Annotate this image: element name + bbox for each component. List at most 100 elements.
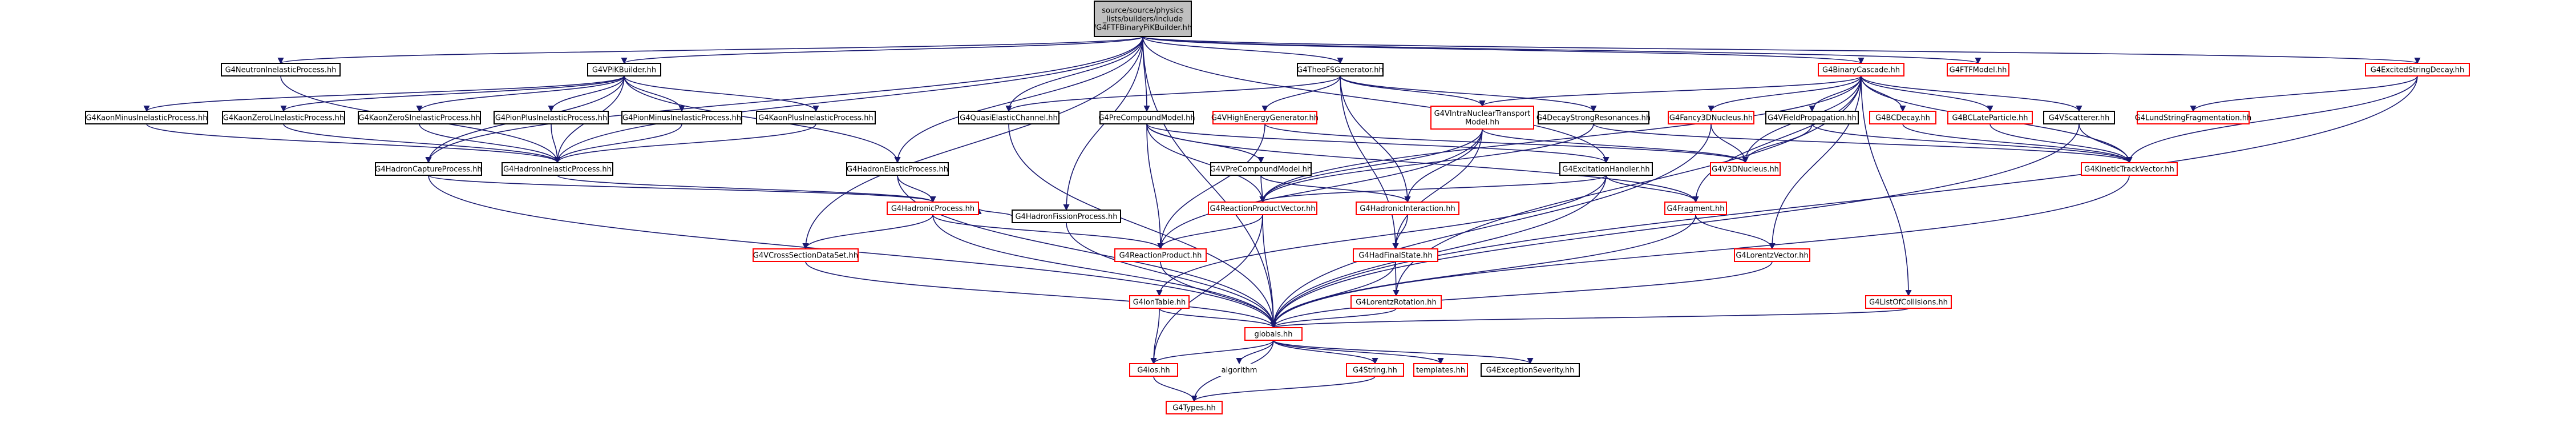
node-theoFSGenerator[interactable]: G4TheoFSGenerator.hh <box>1297 63 1384 76</box>
node-g4string[interactable]: G4String.hh <box>1346 363 1404 377</box>
node-neutronInelastic[interactable]: G4NeutronInelasticProcess.hh <box>221 63 341 76</box>
edge-root-to-vPiKBuilder <box>621 36 1143 65</box>
node-label-vScatterer: G4VScatterer.hh <box>2049 114 2110 123</box>
node-hadronCapture[interactable]: G4HadronCaptureProcess.hh <box>375 162 482 176</box>
node-label-bcLate: G4BCLateParticle.hh <box>1952 114 2028 123</box>
node-templates[interactable]: templates.hh <box>1413 363 1468 377</box>
node-kaonZeroL[interactable]: G4KaonZeroLInelasticProcess.hh <box>222 111 345 124</box>
edge-vPiKBuilder-to-pionMinus <box>624 75 685 112</box>
node-hadronElastic[interactable]: G4HadronElasticProcess.hh <box>846 162 949 176</box>
node-box-ionTable <box>1129 295 1190 309</box>
node-globals[interactable]: globals.hh <box>1244 327 1303 341</box>
edge-binaryCascade-to-fragment <box>1692 75 1862 203</box>
edge-preCompound-to-reactionProduct <box>1146 123 1164 250</box>
node-label-reactionProduct: G4ReactionProduct.hh <box>1119 252 1202 260</box>
node-vPreCompound[interactable]: G4VPreCompoundModel.hh <box>1210 162 1312 176</box>
node-bcDecay[interactable]: G4BCDecay.hh <box>1869 111 1936 124</box>
node-label-kineticTrack: G4KineticTrackVector.hh <box>2084 166 2174 174</box>
edge-ios-to-types <box>1153 376 1198 402</box>
node-bcLate[interactable]: G4BCLateParticle.hh <box>1947 111 2033 124</box>
node-box-reactionProduct <box>1114 248 1207 262</box>
edge-hadronCapture-to-hadronicProcess <box>428 175 936 203</box>
node-box-fancy3D <box>1668 111 1754 124</box>
edge-vPiKBuilder-to-kaonZeroL <box>280 75 625 112</box>
node-reactionProductVector[interactable]: G4ReactionProductVector.hh <box>1208 202 1317 215</box>
node-ios[interactable]: G4ios.hh <box>1129 363 1178 377</box>
node-excitedStringDecay[interactable]: G4ExcitedStringDecay.hh <box>2365 63 2470 76</box>
node-lorentzVector[interactable]: G4LorentzVector.hh <box>1734 248 1810 262</box>
node-decayStrong[interactable]: G4DecayStrongResonances.hh <box>1536 111 1651 124</box>
node-hadronicInteraction[interactable]: G4HadronicInteraction.hh <box>1356 202 1459 215</box>
node-algorithm[interactable]: algorithm <box>1214 364 1264 376</box>
edge-vIntraNuclear-to-hadFinalState <box>1392 128 1483 250</box>
node-vCrossSection[interactable]: G4VCrossSectionDataSet.hh <box>753 248 859 262</box>
node-types[interactable]: G4Types.hh <box>1166 401 1223 414</box>
node-ionTable[interactable]: G4IonTable.hh <box>1129 295 1190 309</box>
node-hadFinalState[interactable]: G4HadFinalState.hh <box>1353 248 1438 262</box>
edge-vFieldProp-to-kineticTrack <box>1811 123 2133 164</box>
edge-quasiElastic-to-globals <box>1008 123 1277 329</box>
node-kaonZeroS[interactable]: G4KaonZeroSInelasticProcess.hh <box>358 111 481 124</box>
node-label-neutronInelastic: G4NeutronInelasticProcess.hh <box>225 66 337 75</box>
node-kaonPlus[interactable]: G4KaonPlusInelasticProcess.hh <box>756 111 876 124</box>
node-hadronInelastic[interactable]: G4HadronInelasticProcess.hh <box>502 162 613 176</box>
node-label-quasiElastic: G4QuasiElasticChannel.hh <box>960 114 1058 123</box>
node-hadronicProcess[interactable]: G4HadronicProcess.hh <box>887 202 979 215</box>
edge-hadronElastic-to-hadronicProcess <box>897 175 936 203</box>
node-label-lundString: G4LundStringFragmentation.hh <box>2135 114 2251 123</box>
node-kaonMinus[interactable]: G4KaonMinusInelasticProcess.hh <box>85 111 208 124</box>
node-binaryCascade[interactable]: G4BinaryCascade.hh <box>1818 63 1904 76</box>
node-box-g4string <box>1346 363 1404 377</box>
edge-globals-to-ios <box>1150 340 1274 365</box>
edge-vPiKBuilder-to-kaonPlus <box>624 75 819 112</box>
node-pionMinus[interactable]: G4PionMinusInelasticProcess.hh <box>621 111 742 124</box>
edge-kaonZeroL-to-hadronInelastic <box>283 123 561 164</box>
edge-bcLate-to-kineticTrack <box>1989 123 2133 164</box>
node-excitationHandler[interactable]: G4ExcitationHandler.hh <box>1559 162 1653 176</box>
node-layer: source/source/physics_lists/builders/inc… <box>85 1 2470 414</box>
node-vFieldProp[interactable]: G4VFieldPropagation.hh <box>1765 111 1859 124</box>
edge-globals-to-g4string <box>1273 340 1378 365</box>
node-preCompound[interactable]: G4PreCompoundModel.hh <box>1098 111 1195 124</box>
node-pionPlus[interactable]: G4PionPlusInelasticProcess.hh <box>494 111 609 124</box>
node-hadronFission[interactable]: G4HadronFissionProcess.hh <box>1012 210 1121 223</box>
node-label-vFieldProp: G4VFieldPropagation.hh <box>1768 114 1857 123</box>
node-reactionProduct[interactable]: G4ReactionProduct.hh <box>1114 248 1207 262</box>
node-label-preCompound: G4PreCompoundModel.hh <box>1098 114 1195 123</box>
edge-lorentzVector-to-globals <box>1270 261 1773 329</box>
edge-root-to-quasiElastic <box>1005 36 1143 112</box>
node-box-fragment <box>1664 202 1727 215</box>
node-box-vIntraNuclear <box>1430 106 1534 130</box>
node-label-lorentzVector: G4LorentzVector.hh <box>1736 252 1808 260</box>
node-box-lundString <box>2137 111 2250 124</box>
node-quasiElastic[interactable]: G4QuasiElasticChannel.hh <box>958 111 1059 124</box>
node-v3DNucleus[interactable]: G4V3DNucleus.hh <box>1710 162 1781 176</box>
node-box-kaonZeroS <box>358 111 481 124</box>
node-label-binaryCascade: G4BinaryCascade.hh <box>1822 66 1900 75</box>
edge-vFieldProp-to-v3DNucleus <box>1742 123 1813 164</box>
node-lundString[interactable]: G4LundStringFragmentation.hh <box>2135 111 2251 124</box>
edge-decayStrong-to-kineticTrack <box>1593 123 2133 164</box>
node-fragment[interactable]: G4Fragment.hh <box>1664 202 1727 215</box>
node-fancy3D[interactable]: G4Fancy3DNucleus.hh <box>1668 111 1754 124</box>
node-box-exceptionSeverity <box>1481 363 1580 377</box>
node-vHighEnergy[interactable]: G4VHighEnergyGenerator.hh <box>1211 111 1319 124</box>
node-ftfModel[interactable]: G4FTFModel.hh <box>1947 63 2009 76</box>
node-label-ftfModel: G4FTFModel.hh <box>1950 66 2007 75</box>
edge-binaryCascade-to-reactionProductVector <box>1259 75 1862 203</box>
node-label-root: /G4FTFBinaryPiKBuilder.hh <box>1094 24 1192 33</box>
node-exceptionSeverity[interactable]: G4ExceptionSeverity.hh <box>1481 363 1580 377</box>
edge-vIntraNuclear-to-reactionProductVector <box>1259 128 1483 203</box>
node-label-excitedStringDecay: G4ExcitedStringDecay.hh <box>2371 66 2465 75</box>
node-vPiKBuilder[interactable]: G4VPiKBuilder.hh <box>587 63 661 76</box>
node-label-excitationHandler: G4ExcitationHandler.hh <box>1562 166 1649 174</box>
node-box-lorentzVector <box>1734 248 1810 262</box>
node-vScatterer[interactable]: G4VScatterer.hh <box>2043 111 2115 124</box>
node-box-pionPlus <box>494 111 609 124</box>
node-lorentzRotation[interactable]: G4LorentzRotation.hh <box>1350 295 1442 309</box>
node-listOfCollisions[interactable]: G4ListOfCollisions.hh <box>1865 295 1952 309</box>
edge-pionMinus-to-hadronInelastic <box>554 123 682 164</box>
node-kineticTrack[interactable]: G4KineticTrackVector.hh <box>2081 162 2178 176</box>
edge-theoFSGenerator-to-decayStrong <box>1340 75 1597 112</box>
